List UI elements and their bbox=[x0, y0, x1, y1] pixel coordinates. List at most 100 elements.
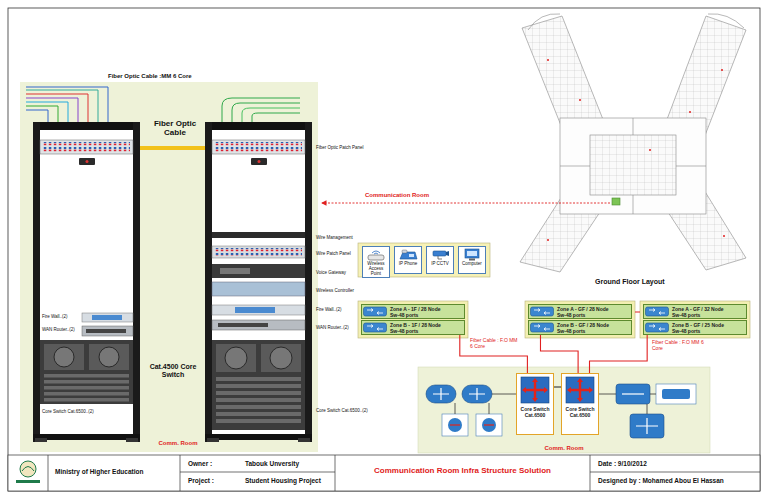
icon-part bbox=[469, 259, 475, 261]
right-rack bbox=[225, 347, 247, 369]
annotation-label: WAN Router..(2) bbox=[316, 325, 349, 330]
right-rack bbox=[216, 398, 301, 402]
core-switch-icon bbox=[565, 376, 595, 404]
floor-plan bbox=[590, 135, 676, 195]
left-rack bbox=[40, 340, 133, 404]
core-switch: Core Switch Cat.6500 bbox=[516, 373, 554, 435]
annotation-label: Designed by : Mohamed Abou El Hassan bbox=[598, 477, 724, 484]
zone-text: Zone A - 1F / 28 NodeSw-48 ports bbox=[387, 306, 462, 318]
network-icons bbox=[450, 424, 460, 425]
node-text: Zone A - GF / 32 Node bbox=[672, 306, 744, 312]
floor-plan bbox=[547, 59, 549, 61]
title-block bbox=[48, 455, 760, 491]
node-text: Core Switch Cat.6500 bbox=[563, 406, 597, 418]
title-block bbox=[8, 455, 760, 491]
icon-part bbox=[534, 309, 550, 315]
annotation-label: WAN Router..(2) bbox=[42, 327, 75, 332]
zone-text: Zone A - GF / 28 NodeSw-48 ports bbox=[554, 306, 629, 318]
fiber-cables bbox=[242, 108, 300, 122]
icon-part bbox=[367, 309, 383, 315]
fiber-cables bbox=[232, 103, 300, 122]
comm-room-ground bbox=[418, 367, 710, 453]
left-rack bbox=[44, 380, 129, 384]
fiber-link bbox=[460, 335, 528, 373]
fiber-cables bbox=[26, 94, 88, 122]
network-icons bbox=[636, 418, 658, 434]
right-rack bbox=[235, 307, 275, 313]
right-rack bbox=[216, 412, 301, 416]
icon-part bbox=[368, 255, 384, 260]
annotation-label: Student Housing Project bbox=[245, 477, 321, 484]
floor-plan bbox=[689, 111, 691, 113]
ip-phone-icon bbox=[397, 248, 419, 261]
fiber-cables bbox=[26, 87, 300, 122]
node-text: Sw-48 ports bbox=[672, 312, 744, 318]
icon-part bbox=[570, 381, 590, 399]
floor-plan bbox=[560, 118, 706, 214]
edge-label: Fiber Cable : F.O MM 6 Core bbox=[470, 338, 518, 350]
annotation-label: Voice Gateway bbox=[316, 270, 346, 275]
ministry-logo bbox=[16, 461, 40, 483]
rack-panel bbox=[20, 82, 318, 452]
yellow-fiber-link bbox=[140, 146, 205, 150]
switch-icon bbox=[363, 322, 387, 333]
floor-plan bbox=[721, 69, 723, 71]
annotation-label: Wire Management bbox=[316, 235, 353, 240]
network-icons bbox=[482, 418, 496, 432]
floor-plan bbox=[528, 14, 744, 30]
node-text: Comm. Room bbox=[418, 445, 710, 452]
icon-part bbox=[646, 323, 669, 332]
icon-part bbox=[438, 256, 442, 259]
ministry-logo bbox=[22, 467, 34, 472]
node-text: Sw-48 ports bbox=[557, 312, 629, 318]
right-rack bbox=[212, 246, 305, 258]
right-rack bbox=[212, 340, 305, 430]
annotation-label: Comm. Room bbox=[150, 440, 206, 447]
node-text: Zone A - 1F / 28 Node bbox=[390, 306, 462, 312]
fiber-cables bbox=[252, 113, 300, 122]
right-rack bbox=[220, 268, 250, 274]
right-rack bbox=[218, 323, 268, 327]
switch-panels bbox=[640, 301, 750, 338]
icon-part bbox=[534, 325, 550, 331]
icon-part bbox=[364, 323, 387, 332]
core-switch-icon bbox=[520, 376, 550, 404]
device-box: Wireless Access Point bbox=[362, 246, 390, 278]
device-band bbox=[358, 243, 490, 277]
zone-text: Zone B - GF / 28 NodeSw-48 ports bbox=[554, 322, 629, 334]
annotation-label: Wire Patch Panel bbox=[316, 251, 351, 256]
network-icons bbox=[433, 388, 449, 400]
panel-link bbox=[635, 312, 640, 313]
icon-part bbox=[433, 251, 446, 256]
annotation-label: Ministry of Higher Education bbox=[55, 468, 143, 475]
drawing-title: Communication Room Infra Structure Solut… bbox=[340, 466, 585, 475]
right-rack bbox=[216, 405, 301, 409]
comm-room-region: Comm. RoomCore Switch Cat.6500Core Switc… bbox=[418, 367, 710, 453]
network-icons bbox=[662, 389, 690, 399]
switch-icon bbox=[530, 322, 554, 333]
network-icons bbox=[484, 424, 494, 425]
right-rack bbox=[212, 282, 305, 296]
fiber-cables bbox=[26, 90, 98, 122]
node-text: Sw-48 ports bbox=[390, 312, 462, 318]
comm-room-ground bbox=[418, 367, 710, 453]
yellow-fiber-link bbox=[140, 146, 205, 150]
icon-part bbox=[531, 307, 554, 316]
network-icons bbox=[630, 414, 664, 438]
zone-switch: Zone B - GF / 25 NodeSw-48 ports bbox=[643, 320, 747, 335]
left-rack bbox=[44, 398, 129, 402]
edge-label: Fiber Cable : F.O MM 6 Core bbox=[652, 340, 704, 352]
node-text: Zone A - GF / 28 Node bbox=[557, 306, 629, 312]
network-icons bbox=[462, 385, 492, 403]
icon-part bbox=[566, 377, 594, 403]
network-icons bbox=[455, 394, 656, 414]
icon-part bbox=[522, 378, 548, 402]
fiber-link bbox=[540, 335, 578, 373]
node-text: Computer bbox=[460, 262, 484, 267]
cctv-icon bbox=[429, 248, 451, 261]
node-text: Sw-48 ports bbox=[672, 328, 744, 334]
icon-part bbox=[649, 309, 665, 315]
switch-icon bbox=[363, 306, 387, 317]
icon-part bbox=[531, 323, 554, 332]
